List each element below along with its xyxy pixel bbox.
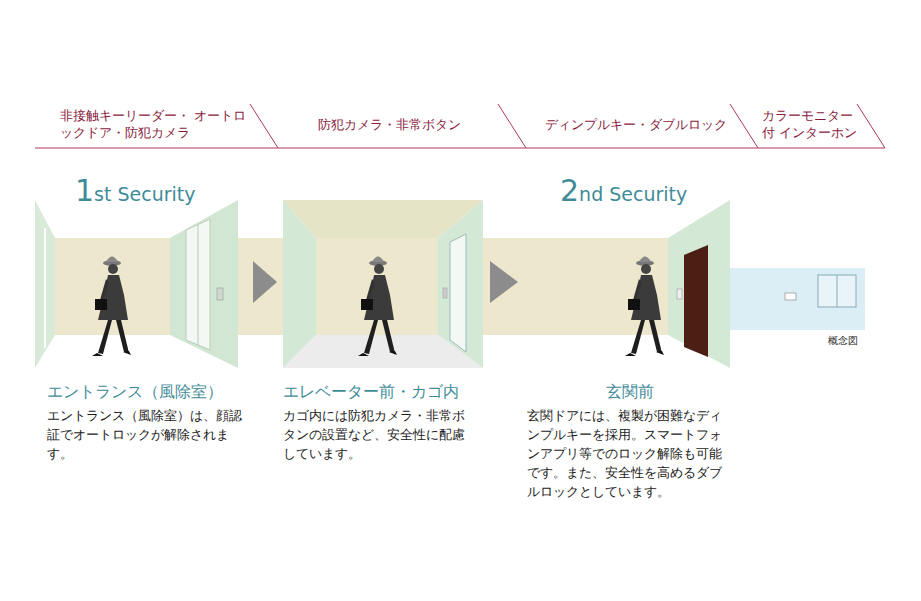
note-label: 概念図 <box>828 334 858 347</box>
scene-heading: エレベーター前・カゴ内 <box>283 382 459 402</box>
scene-panel: エレベーター前・カゴ内カゴ内には防犯カメラ・非常ボタンの設置など、安全性に配慮し… <box>281 200 486 520</box>
sec-label: 2nd Security <box>560 176 687 209</box>
head-label: 防犯カメラ・非常ボタン <box>318 116 498 133</box>
head-label: カラーモニター付 インターホン <box>762 107 862 141</box>
flow-arrow <box>490 261 518 303</box>
scene-description: カゴ内には防犯カメラ・非常ボタンの設置など、安全性に配慮しています。 <box>283 406 475 463</box>
head-label: ディンプルキー・ダブルロック <box>545 116 735 133</box>
flow-arrow <box>253 261 277 303</box>
scene-panel: エントランス（風除室） エントランス（風除室）は、顔認証でオートロックが解除されま… <box>35 200 249 520</box>
scene-heading: 玄関前 <box>606 382 654 402</box>
sec-label: 1st Security <box>75 176 196 209</box>
scene-description: 玄関ドアには、複製が困難なディンプルキーを採用。スマートフォンアプリ等でのロック… <box>527 406 732 501</box>
scene-heading: エントランス（風除室） <box>47 382 223 402</box>
arrow-head <box>253 261 277 303</box>
arrow-head <box>490 261 518 303</box>
scene-description: エントランス（風除室）は、顔認証でオートロックが解除されます。 <box>47 406 247 463</box>
scene-panel: 玄関前玄関ドアには、複製が困難なディンプルキーを採用。スマートフォンアプリ等での… <box>522 200 734 520</box>
head-label: 非接触キーリーダー・ オートロックドア・防犯カメラ <box>60 107 250 141</box>
